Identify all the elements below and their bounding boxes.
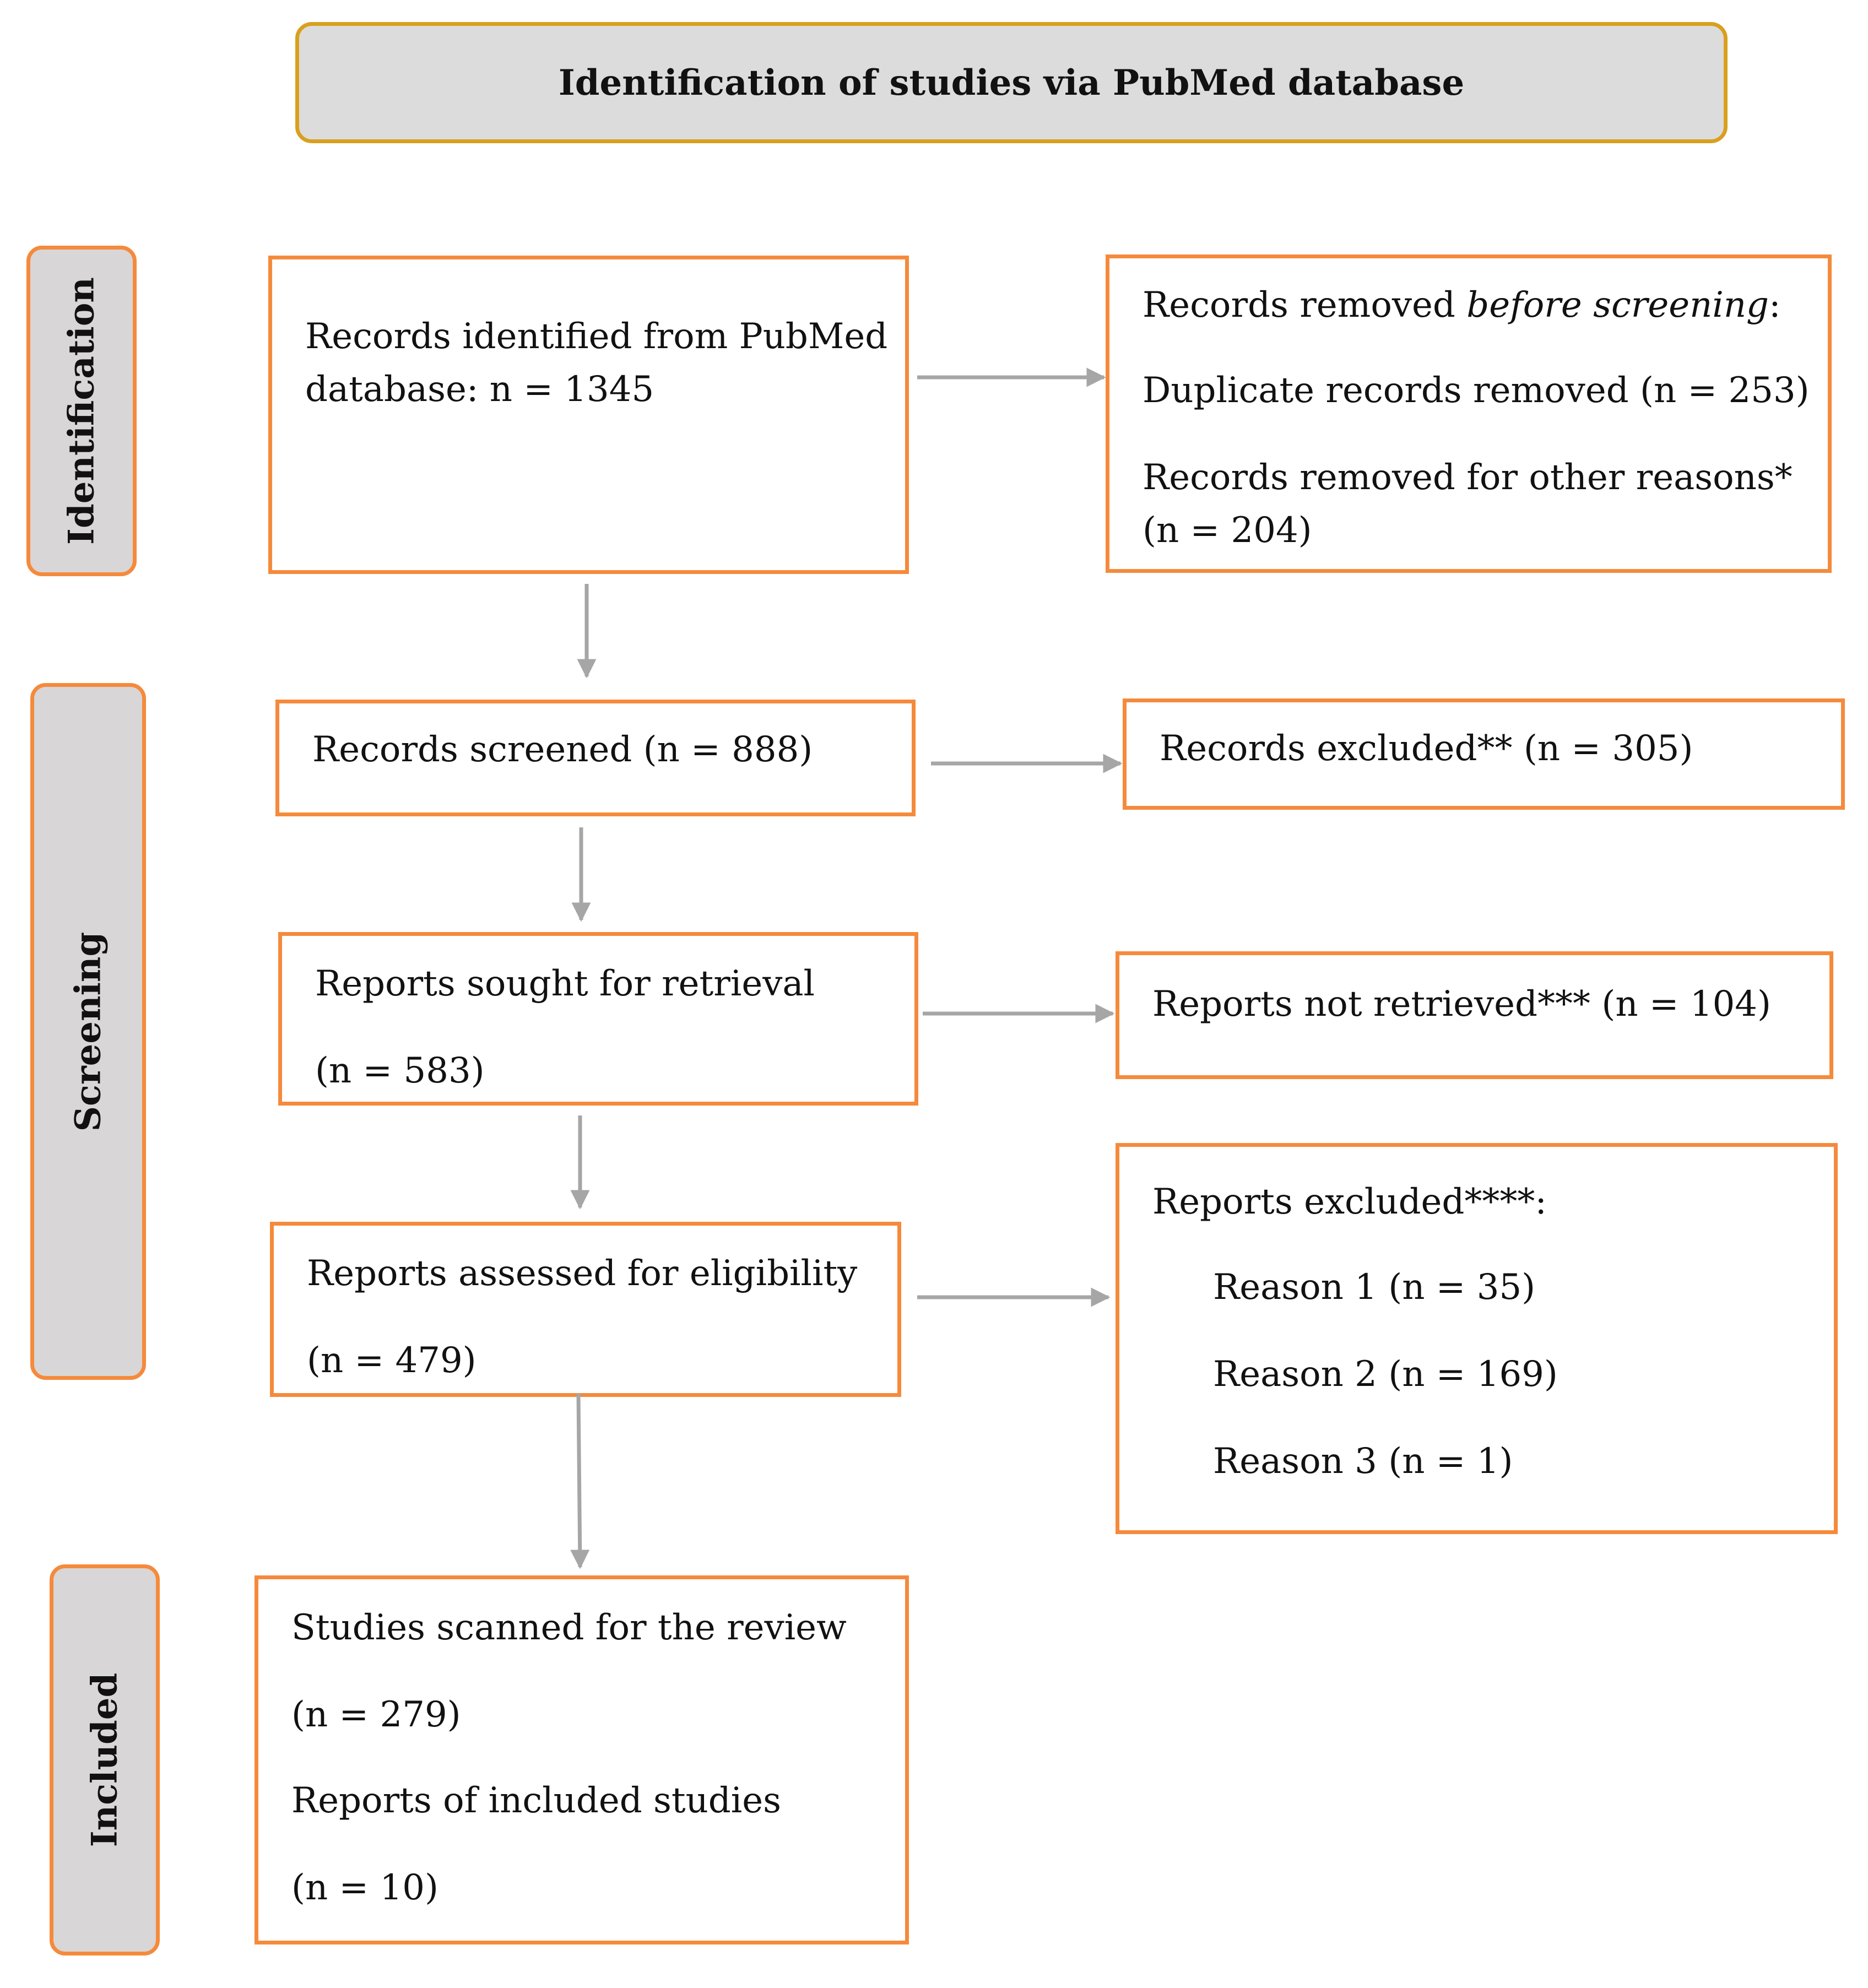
included-reports-line1: Reports of included studies — [291, 1780, 781, 1821]
header-title: Identification of studies via PubMed dat… — [558, 62, 1465, 104]
studies-scanned-line2: (n = 279) — [291, 1694, 461, 1735]
records-identified-line2: database: n = 1345 — [305, 369, 654, 410]
stage-screening: Screening — [30, 683, 146, 1380]
reports-assessed-line2: (n = 479) — [307, 1340, 477, 1381]
reports-sought-line1: Reports sought for retrieval — [315, 963, 815, 1004]
records-screened-text: Records screened (n = 888) — [312, 729, 813, 770]
reports-not-retrieved-text: Reports not retrieved*** (n = 104) — [1152, 984, 1771, 1025]
records-screened-box: Records screened (n = 888) — [275, 700, 916, 816]
diagram-header: Identification of studies via PubMed dat… — [295, 22, 1728, 143]
reports-assessed-box: Reports assessed for eligibility (n = 47… — [270, 1222, 901, 1397]
studies-scanned-line1: Studies scanned for the review — [291, 1607, 847, 1648]
records-identified-box: Records identified from PubMed database:… — [268, 256, 909, 574]
records-removed-box: Records removed before screening: Duplic… — [1106, 254, 1832, 573]
reports-excluded-box: Reports excluded****: Reason 1 (n = 35) … — [1116, 1143, 1838, 1534]
arrow-assessed-to-included — [570, 1393, 590, 1569]
reason-1: Reason 1 (n = 35) — [1213, 1267, 1536, 1308]
included-studies-box: Studies scanned for the review (n = 279)… — [255, 1575, 909, 1944]
reports-excluded-title: Reports excluded****: — [1152, 1182, 1547, 1222]
reason-3: Reason 3 (n = 1) — [1213, 1441, 1513, 1482]
duplicate-records-removed: Duplicate records removed (n = 253) — [1143, 370, 1810, 411]
reports-sought-box: Reports sought for retrieval (n = 583) — [278, 932, 918, 1106]
included-reports-line2: (n = 10) — [291, 1867, 438, 1908]
stage-identification: Identification — [26, 246, 137, 576]
reports-assessed-line1: Reports assessed for eligibility — [307, 1253, 858, 1294]
other-reasons-line2: (n = 204) — [1143, 510, 1312, 551]
reports-sought-line2: (n = 583) — [315, 1050, 485, 1091]
records-excluded-box: Records excluded** (n = 305) — [1123, 698, 1845, 810]
records-excluded-text: Records excluded** (n = 305) — [1160, 728, 1693, 769]
reports-not-retrieved-box: Reports not retrieved*** (n = 104) — [1116, 951, 1833, 1079]
reason-2: Reason 2 (n = 169) — [1213, 1354, 1558, 1395]
stage-included: Included — [50, 1564, 160, 1956]
records-removed-title: Records removed before screening: — [1143, 285, 1781, 326]
other-reasons-line1: Records removed for other reasons* — [1143, 457, 1793, 498]
records-identified-line1: Records identified from PubMed — [305, 316, 888, 357]
